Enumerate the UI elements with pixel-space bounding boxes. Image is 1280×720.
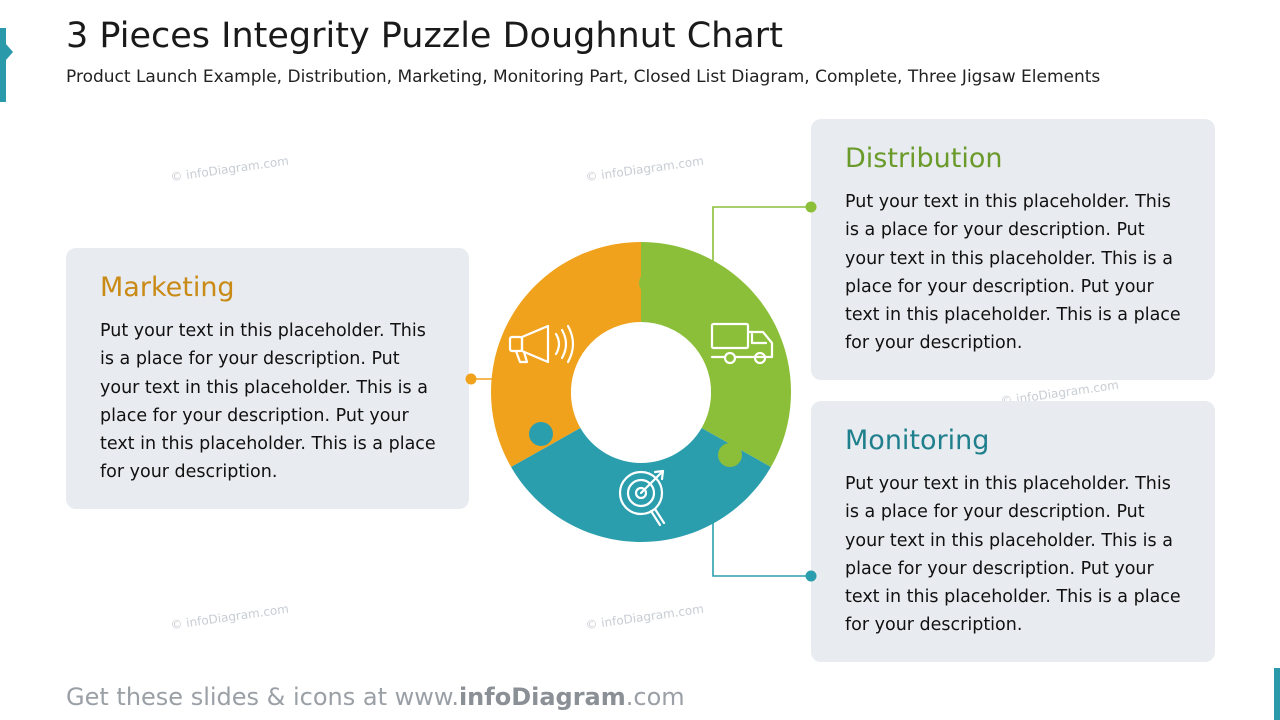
monitoring-text: Put your text in this placeholder. This … — [845, 474, 1181, 636]
distribution-title: Distribution — [845, 143, 1003, 174]
left-accent-bar — [0, 28, 6, 102]
page-subtitle: Product Launch Example, Distribution, Ma… — [66, 67, 1101, 87]
connector-marketing — [465, 373, 492, 385]
monitoring-card: Monitoring Put your text in this placeho… — [811, 401, 1215, 662]
puzzle-knob — [718, 443, 742, 467]
megaphone-icon — [508, 324, 575, 364]
target-magnifier-icon — [618, 469, 666, 527]
marketing-title: Marketing — [100, 272, 235, 303]
left-accent-arrow — [6, 44, 13, 60]
truck-icon — [710, 322, 774, 365]
page-title: 3 Pieces Integrity Puzzle Doughnut Chart — [66, 16, 783, 56]
connector-monitoring — [712, 520, 817, 582]
footer-brand[interactable]: infoDiagram — [458, 683, 626, 711]
right-accent-bar — [1274, 668, 1280, 720]
puzzle-piece-marketing — [491, 242, 641, 467]
footer-text: Get these slides & icons at www.infoDiag… — [66, 683, 685, 711]
puzzle-piece-monitoring — [511, 428, 771, 542]
puzzle-piece-distribution — [641, 242, 791, 467]
doughnut-hole — [571, 322, 711, 462]
distribution-text: Put your text in this placeholder. This … — [845, 192, 1181, 354]
marketing-card: Marketing Put your text in this placehol… — [66, 248, 469, 509]
puzzle-knob — [529, 422, 553, 446]
monitoring-title: Monitoring — [845, 425, 990, 456]
distribution-card: Distribution Put your text in this place… — [811, 119, 1215, 380]
footer-suffix: .com — [625, 683, 685, 711]
footer-prefix: Get these slides & icons at www. — [66, 683, 459, 711]
puzzle-knob — [639, 271, 663, 295]
marketing-text: Put your text in this placeholder. This … — [100, 321, 436, 483]
